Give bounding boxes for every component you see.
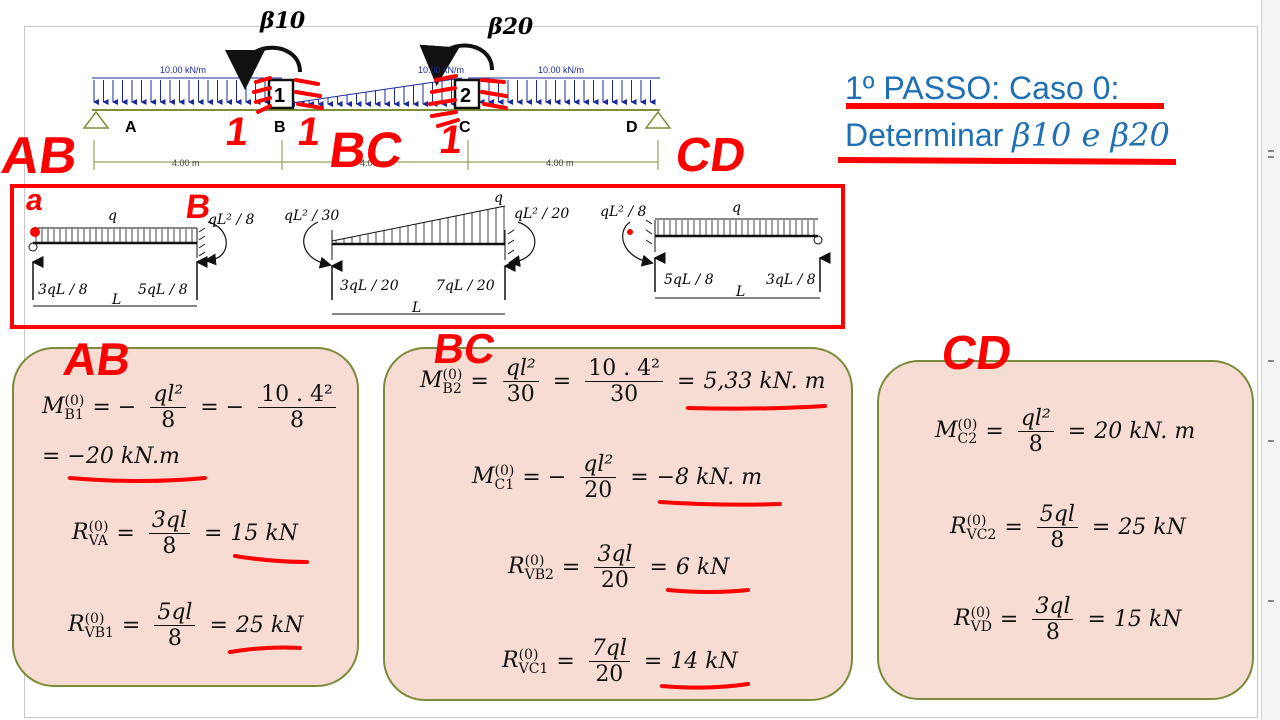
case-ab-span: L [111,292,121,308]
load-cd-label: 10.00 kN/m [538,65,584,75]
hand-small-b: B [183,188,214,226]
result-underlines [68,404,827,690]
panel-cd [877,360,1254,700]
hand-ab: AB [0,127,82,185]
case-bc-m-right: qL² / 20 [514,206,569,222]
span-bc-label: 4.00 m [360,158,388,168]
title-line-1: 1º PASSO: Caso 0: [845,70,1120,106]
case-bc-rb: 7qL / 20 [436,278,495,294]
hand-cd: CD [672,129,750,182]
hand-cd-2: CD [938,327,1016,380]
panel-ab [12,347,359,687]
node-c-label: C [459,119,471,136]
title-line-2: Determinar β10 e β20 [845,116,1170,154]
joint-2-label: 2 [460,85,471,107]
case-bc-diagram [303,205,536,315]
node-d-label: D [626,119,638,136]
case-cd-rb: 3qL / 8 [766,272,816,288]
panel-bc [383,347,853,701]
load-bc-label: 10.00 kN/m [418,65,464,75]
case-ab-diagram [28,221,227,307]
case-cd-ra: 5qL / 8 [664,272,714,288]
case-ab-moment: qL² / 8 [208,212,254,228]
node-a-label: A [125,119,137,136]
case-bc-ra: 3qL / 20 [340,278,399,294]
case-cd-load: q [732,200,741,216]
case-ab-load: q [108,208,117,224]
joint-hatch-marks [252,74,508,128]
joint-1-label: 1 [274,85,285,107]
continuous-beam [82,43,672,170]
hand-bc: BC [326,122,407,178]
title-line-2-text: Determinar [845,117,1013,153]
node-b-label: B [274,119,286,136]
title-line-2-math: β10 e β20 [1012,116,1170,154]
eq-mb1-result: = −20 kN.m [42,444,180,469]
span-ab-label: 4.00 m [172,158,200,168]
case-cd-moment: qL² / 8 [600,204,646,220]
beta10-label: β10 [259,8,306,34]
title-underline-2 [837,157,1177,165]
hand-ab-2: AB [60,333,135,385]
case-bc-m-left: qL² / 30 [284,208,339,224]
case-cd-span: L [735,284,745,300]
load-ab-label: 10.00 kN/m [160,65,206,75]
case-bc-load: q [494,190,503,206]
case-ab-ra: 3qL / 8 [38,282,88,298]
case-ab-rb: 5qL / 8 [138,282,188,298]
scrollbar[interactable] [1261,0,1280,720]
cases-frame [10,184,845,329]
beta20-label: β20 [487,14,534,40]
span-cd-label: 4.00 m [546,158,574,168]
case-bc-span: L [411,300,421,316]
case-cd-diagram [622,218,831,299]
